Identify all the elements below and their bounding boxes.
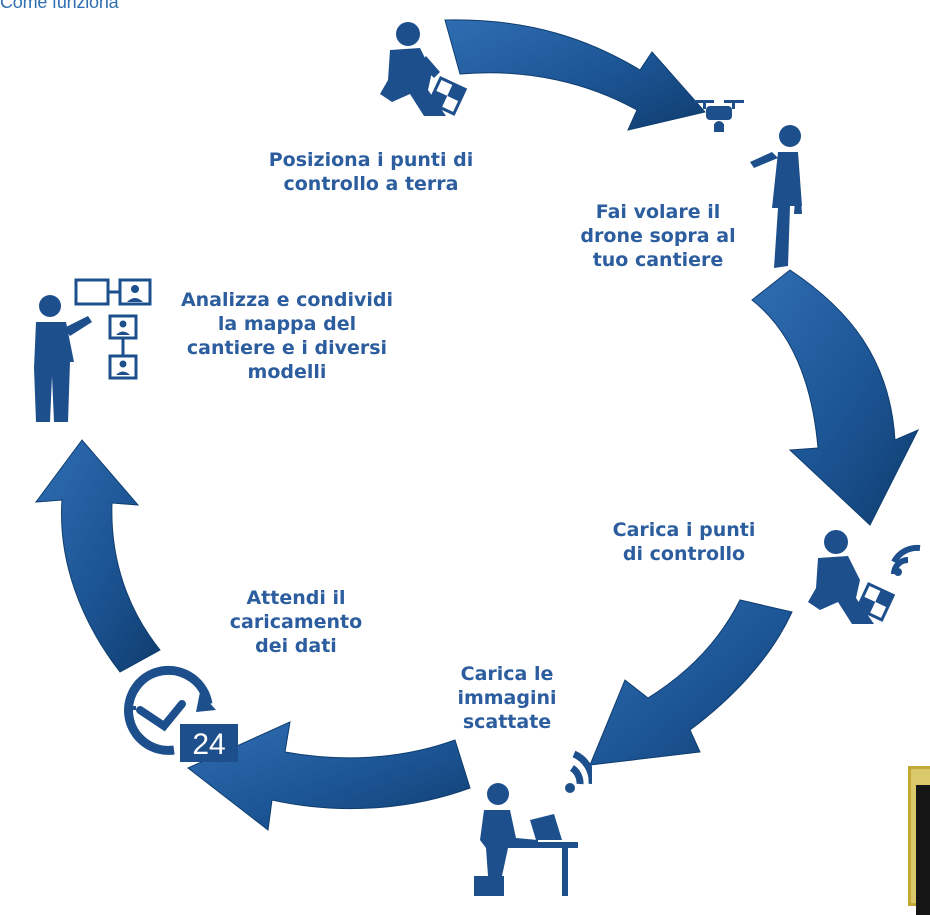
step-4-label: Carica le immagini scattate bbox=[432, 662, 582, 734]
step-1-line-2: controllo a terra bbox=[283, 173, 459, 195]
arrow-step5-to-step6 bbox=[34, 439, 161, 673]
step-1-label: Posiziona i punti di controllo a terra bbox=[258, 148, 484, 196]
step-6-line-3: cantiere e i diversi bbox=[186, 337, 388, 359]
step-5-label: Attendi il caricamento dei dati bbox=[216, 586, 376, 658]
step-4-line-3: scattate bbox=[462, 711, 552, 733]
kneeling-person-placing-marker-icon bbox=[370, 20, 480, 120]
clock-24-icon: 24 bbox=[112, 664, 242, 764]
svg-text:24: 24 bbox=[192, 728, 225, 761]
step-6-line-1: Analizza e condividi bbox=[180, 289, 394, 311]
arrow-step1-to-step2 bbox=[444, 19, 706, 131]
step-2-line-1: Fai volare il bbox=[595, 201, 721, 223]
step-5-line-2: caricamento bbox=[229, 611, 363, 633]
arrow-step3-to-step4 bbox=[589, 599, 793, 766]
person-presenting-flowchart-icon bbox=[30, 272, 170, 432]
arrow-step4-to-step5 bbox=[187, 721, 471, 831]
person-flying-drone-icon bbox=[694, 96, 824, 286]
step-6-label: Analizza e condividi la mappa del cantie… bbox=[172, 288, 402, 384]
person-at-laptop-wifi-icon bbox=[452, 744, 592, 896]
step-4-line-1: Carica le bbox=[460, 663, 554, 685]
step-2-line-3: tuo cantiere bbox=[592, 249, 724, 271]
step-2-line-2: drone sopra al bbox=[580, 225, 736, 247]
arrow-step2-to-step3 bbox=[751, 269, 920, 526]
step-3-line-1: Carica i punti bbox=[612, 519, 756, 541]
step-2-label: Fai volare il drone sopra al tuo cantier… bbox=[568, 200, 748, 272]
page-title: Come funziona bbox=[0, 0, 119, 12]
cropped-thumbnail bbox=[908, 766, 930, 915]
kneeling-person-marker-wifi-icon bbox=[794, 520, 930, 630]
step-4-line-2: immagini bbox=[457, 687, 557, 709]
step-6-line-2: la mappa del bbox=[217, 313, 357, 335]
step-6-line-4: modelli bbox=[247, 361, 327, 383]
step-5-line-1: Attendi il bbox=[246, 587, 346, 609]
step-5-line-3: dei dati bbox=[255, 635, 337, 657]
step-1-line-1: Posiziona i punti di bbox=[268, 149, 474, 171]
step-3-label: Carica i punti di controllo bbox=[594, 518, 774, 566]
step-3-line-2: di controllo bbox=[622, 543, 746, 565]
cycle-arrows bbox=[34, 19, 920, 831]
